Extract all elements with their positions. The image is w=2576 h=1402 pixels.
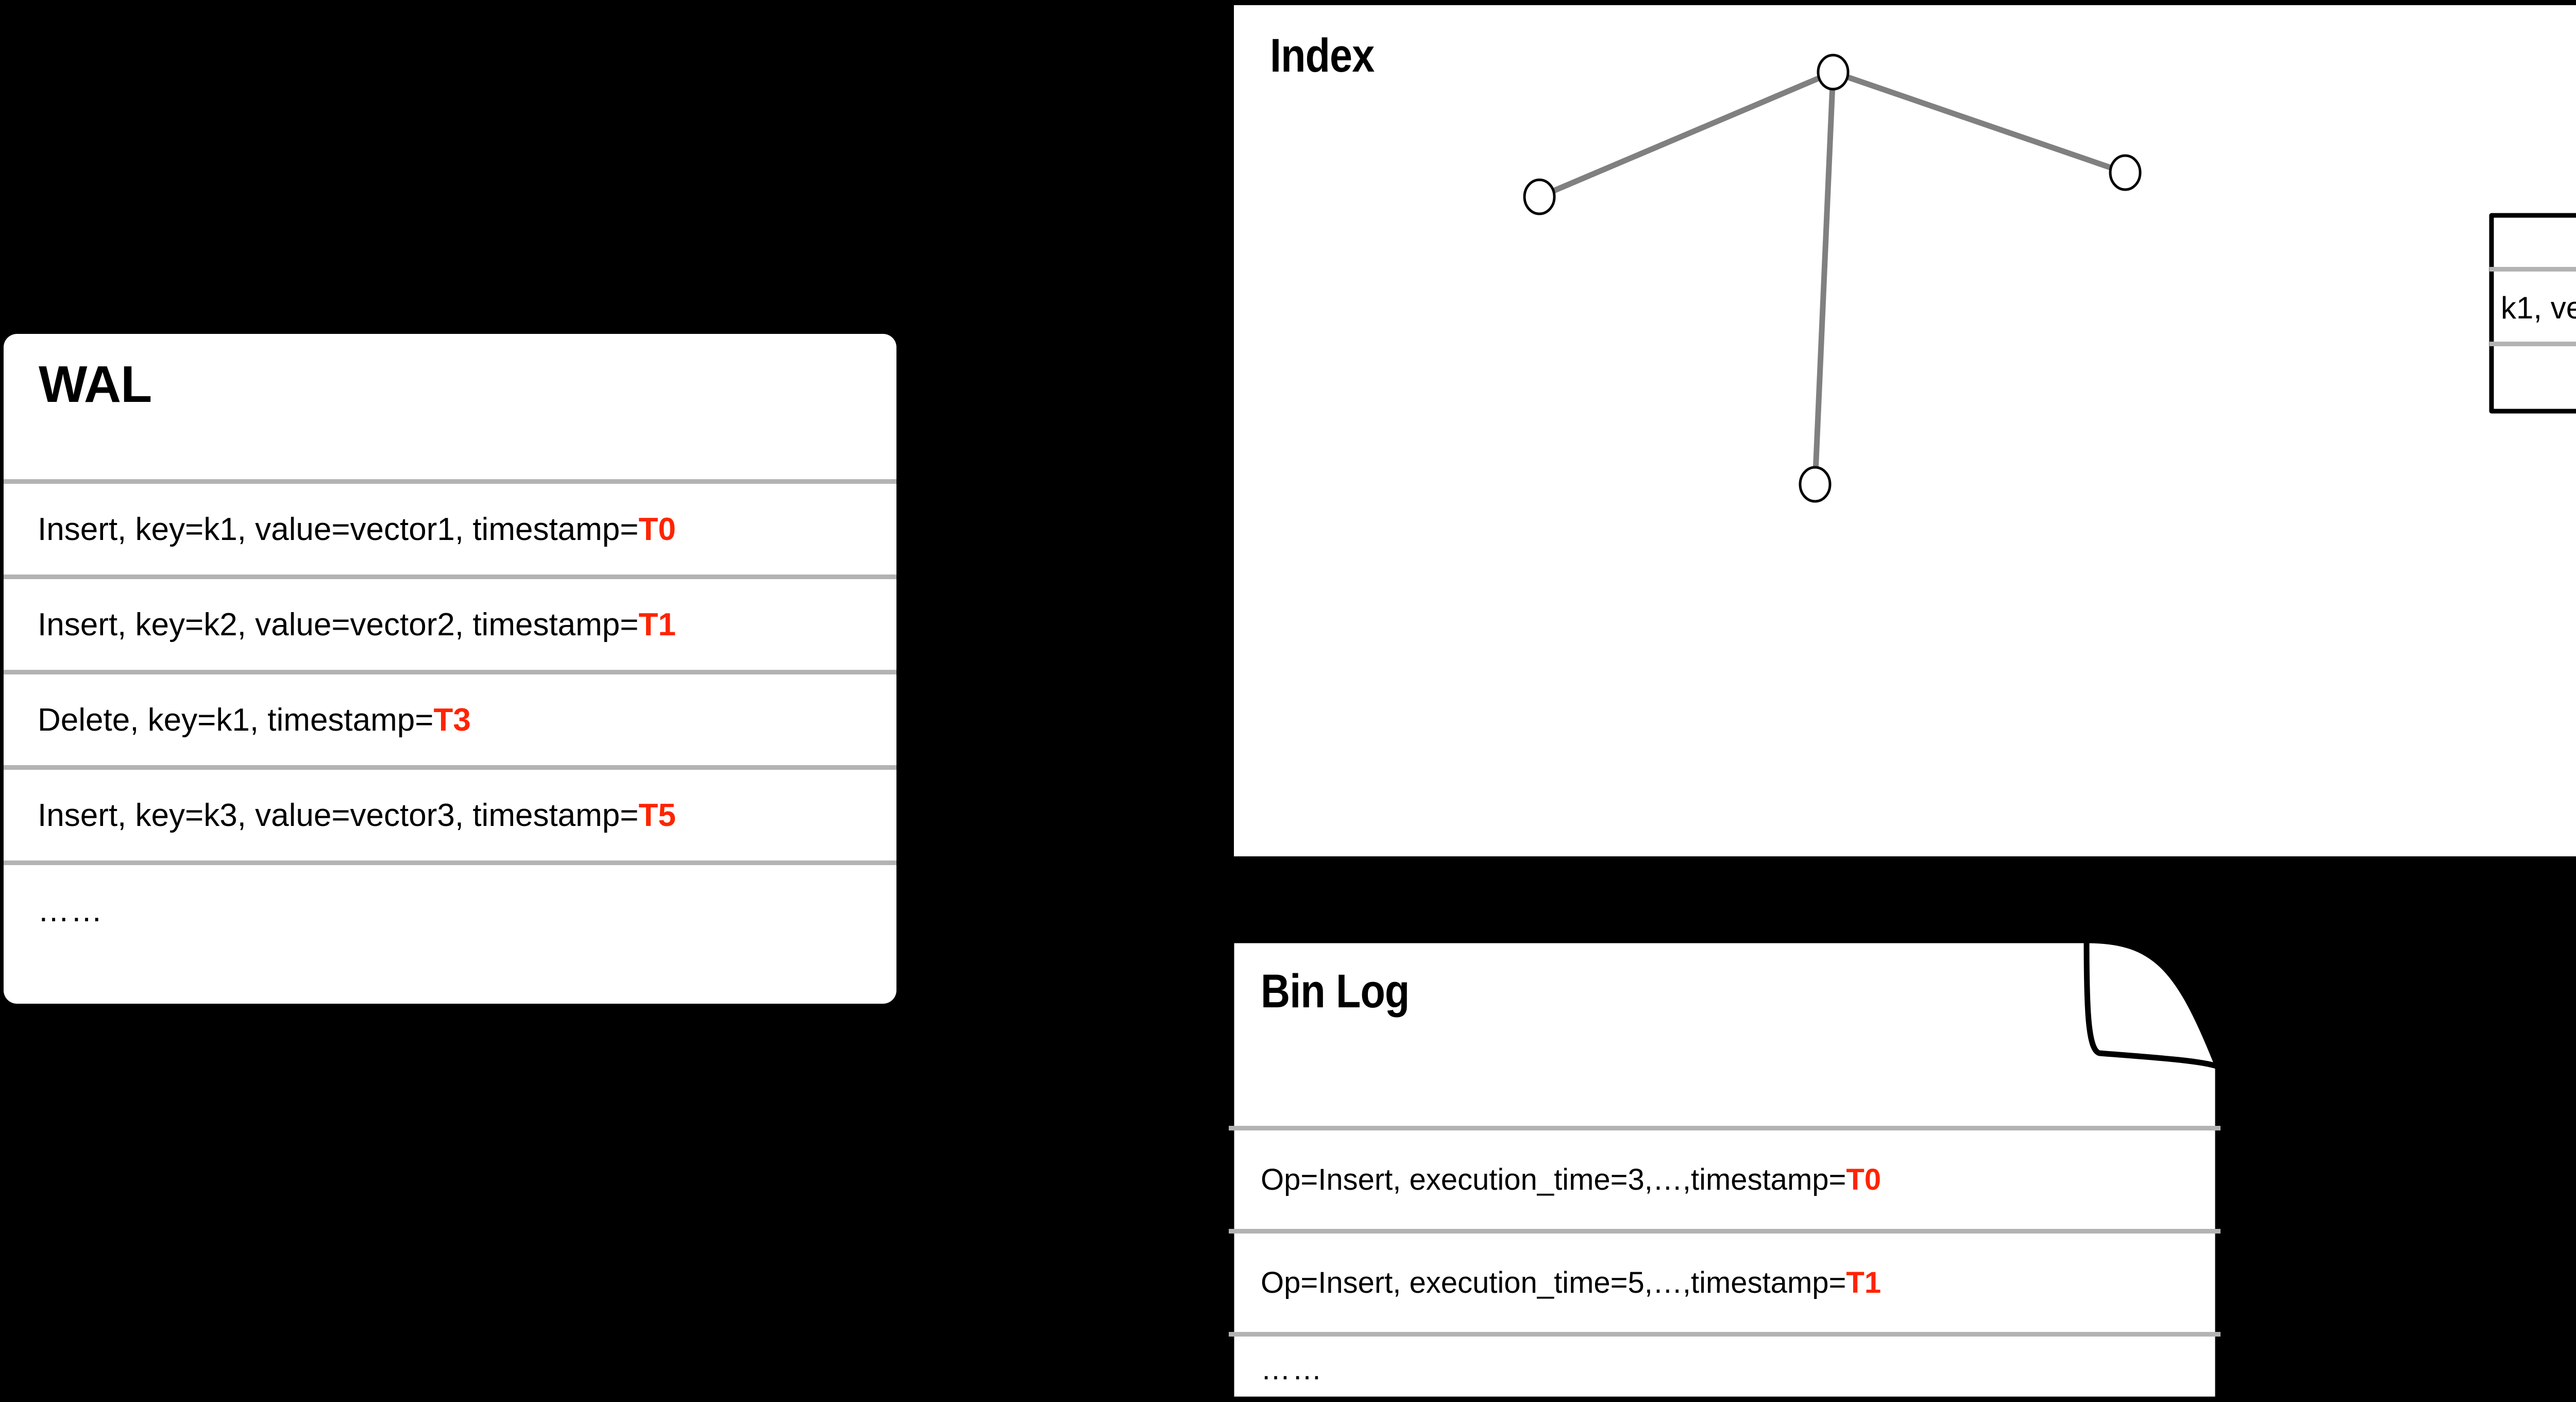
- timestamp-value: T0: [638, 511, 676, 547]
- index-card-k1: k1, vector1, timestamp=T0 ……: [2489, 213, 2576, 414]
- tree-node-root: [1817, 54, 1850, 91]
- bin-log-row-text: Op=Insert, execution_time=5,…,timestamp=…: [1261, 1266, 1882, 1299]
- tree-node-left: [1523, 178, 1556, 215]
- wal-row: Delete, key=k1, timestamp=T3: [4, 670, 896, 765]
- wal-row-text: Insert, key=k2, value=vector2, timestamp…: [38, 606, 676, 643]
- wal-row: Insert, key=k3, value=vector3, timestamp…: [4, 765, 896, 860]
- timestamp-value: T1: [1846, 1266, 1882, 1299]
- bin-log-row-ellipsis: ……: [1229, 1337, 2221, 1402]
- wal-row-text: Insert, key=k3, value=vector3, timestamp…: [38, 797, 676, 833]
- bin-log-row-text: ……: [1261, 1353, 1324, 1386]
- tree-node-middle: [1799, 466, 1832, 503]
- wal-row-ellipsis: ……: [4, 860, 896, 956]
- index-card-row: k1, vector1, timestamp=T0: [2489, 272, 2576, 344]
- tree-edge-left: [1538, 69, 1835, 200]
- card-divider: [1229, 1332, 2221, 1337]
- page-shape-with-dogear: [1228, 937, 2221, 1402]
- bin-log-title: Bin Log: [1261, 965, 1410, 1018]
- timestamp-value: T1: [638, 606, 676, 643]
- timestamp-value: T3: [433, 702, 471, 738]
- card-divider: [1229, 1126, 2221, 1130]
- index-panel: Index k1, vector1, timestamp=T0 ……: [1234, 5, 2576, 856]
- tree-edge-middle: [1812, 72, 1836, 485]
- timestamp-value: T0: [1846, 1163, 1882, 1196]
- bin-log-row: Op=Insert, execution_time=5,…,timestamp=…: [1229, 1234, 2221, 1332]
- wal-title: WAL: [39, 356, 152, 413]
- tree-edge-right: [1832, 69, 2126, 176]
- bin-log-row-text: Op=Insert, execution_time=3,…,timestamp=…: [1261, 1163, 1882, 1196]
- wal-row-list: Insert, key=k1, value=vector1, timestamp…: [4, 479, 896, 956]
- index-title: Index: [1270, 29, 1375, 82]
- bin-log-row: Op=Insert, execution_time=3,…,timestamp=…: [1229, 1130, 2221, 1229]
- page-shape-with-dogear: [2489, 213, 2576, 414]
- card-divider: [1229, 1229, 2221, 1234]
- wal-row-text: Insert, key=k1, value=vector1, timestamp…: [38, 511, 676, 547]
- timestamp-value: T5: [638, 797, 676, 833]
- card-divider: [2489, 267, 2576, 272]
- wal-row: Insert, key=k1, value=vector1, timestamp…: [4, 479, 896, 575]
- tree-node-right: [2109, 154, 2142, 191]
- wal-row: Insert, key=k2, value=vector2, timestamp…: [4, 575, 896, 670]
- bin-log-card: Bin Log Op=Insert, execution_time=3,…,ti…: [1228, 937, 2221, 1402]
- wal-row-text: ……: [38, 892, 104, 928]
- index-tree-graph: [1523, 54, 2142, 503]
- index-card-row-ellipsis: ……: [2489, 346, 2576, 413]
- wal-row-text: Delete, key=k1, timestamp=T3: [38, 702, 471, 738]
- index-card-row-text: k1, vector1, timestamp=T0: [2501, 290, 2576, 325]
- wal-panel: WAL Insert, key=k1, value=vector1, times…: [4, 334, 896, 1004]
- card-divider: [2489, 342, 2576, 346]
